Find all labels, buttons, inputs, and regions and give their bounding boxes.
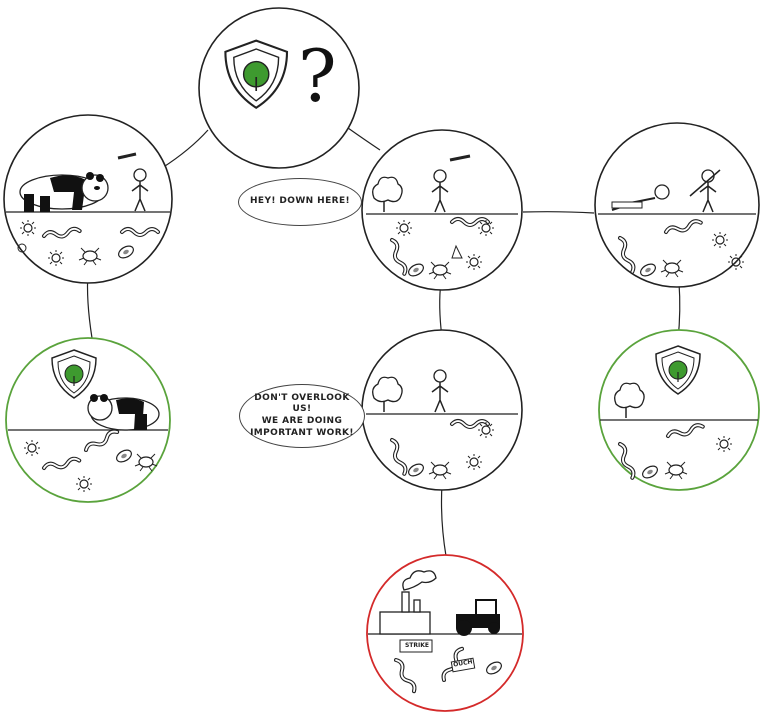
top-question-circle <box>198 7 360 169</box>
middle-top-circle <box>361 129 523 291</box>
speech-bubble-hey: HEY! DOWN HERE! <box>238 178 362 226</box>
speech-bubble-overlook: DON'T OVERLOOK US! WE ARE DOING IMPORTAN… <box>239 384 365 448</box>
right-top-circle <box>594 122 760 288</box>
factory-icon <box>379 570 437 635</box>
left-protected-circle <box>5 337 171 503</box>
question-mark-icon: ? <box>298 34 337 118</box>
tractor-icon <box>456 599 500 636</box>
strike-sign-label: STRIKE <box>404 642 429 649</box>
right-protected-circle <box>598 329 760 491</box>
person-lying-icon <box>611 184 670 211</box>
middle-bottom-circle <box>361 329 523 491</box>
left-top-circle <box>3 114 173 284</box>
panda-icon <box>87 394 160 431</box>
threatened-circle <box>366 554 524 712</box>
speech-bubble-hey-text: HEY! DOWN HERE! <box>249 196 350 207</box>
panda-icon <box>19 172 109 212</box>
speech-bubble-overlook-text: DON'T OVERLOOK US! WE ARE DOING IMPORTAN… <box>250 392 354 438</box>
